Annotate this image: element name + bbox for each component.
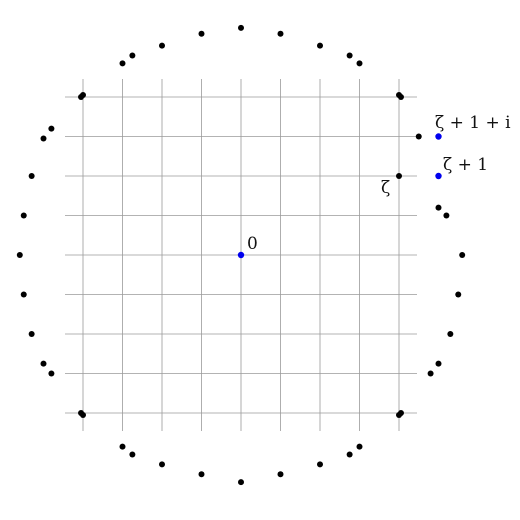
boundary-point — [427, 370, 434, 377]
boundary-point — [119, 60, 126, 67]
origin-point — [237, 251, 245, 259]
boundary-point — [356, 60, 363, 67]
boundary-point — [346, 52, 353, 59]
boundary-point — [277, 471, 284, 478]
boundary-point — [317, 42, 323, 49]
zeta-plus-one-point — [435, 172, 442, 180]
boundary-point — [435, 360, 442, 367]
boundary-point — [238, 24, 244, 31]
highlighted-points — [237, 133, 442, 259]
zeta-point — [396, 173, 402, 179]
boundary-point — [159, 461, 165, 468]
boundary-point — [198, 30, 205, 37]
boundary-point — [396, 411, 402, 418]
boundary-point — [346, 451, 353, 458]
boundary-point — [28, 331, 35, 337]
boundary-point — [20, 291, 27, 298]
boundary-point — [455, 291, 462, 298]
zeta-plus-one-plus-i-label: ζ + 1 + i — [435, 113, 511, 133]
boundary-point — [198, 471, 205, 478]
boundary-point — [40, 135, 47, 142]
boundary-point — [317, 461, 323, 468]
boundary-point — [129, 451, 136, 458]
boundary-point — [159, 42, 165, 49]
boundary-point — [16, 252, 23, 258]
zeta-label: ζ — [381, 178, 390, 198]
boundary-point — [443, 212, 450, 219]
boundary-point — [238, 479, 244, 486]
boundary-point — [356, 443, 363, 450]
zeta-plus-one-plus-i-point — [435, 133, 442, 140]
zeta-plus-one-label: ζ + 1 — [443, 155, 488, 175]
boundary-point — [129, 52, 136, 59]
boundary-point — [80, 92, 86, 99]
boundary-point — [78, 410, 85, 416]
boundary-points — [16, 24, 466, 486]
boundary-point — [48, 125, 55, 132]
boundary-point — [415, 133, 422, 140]
origin-label: 0 — [247, 234, 258, 254]
boundary-point — [459, 252, 466, 258]
boundary-point — [119, 443, 126, 450]
boundary-point — [435, 204, 442, 211]
boundary-point — [48, 370, 55, 377]
boundary-point — [397, 94, 404, 100]
boundary-point — [447, 331, 454, 337]
boundary-point — [28, 173, 35, 179]
boundary-point — [20, 212, 27, 219]
boundary-point — [277, 30, 284, 37]
boundary-point — [40, 360, 47, 367]
